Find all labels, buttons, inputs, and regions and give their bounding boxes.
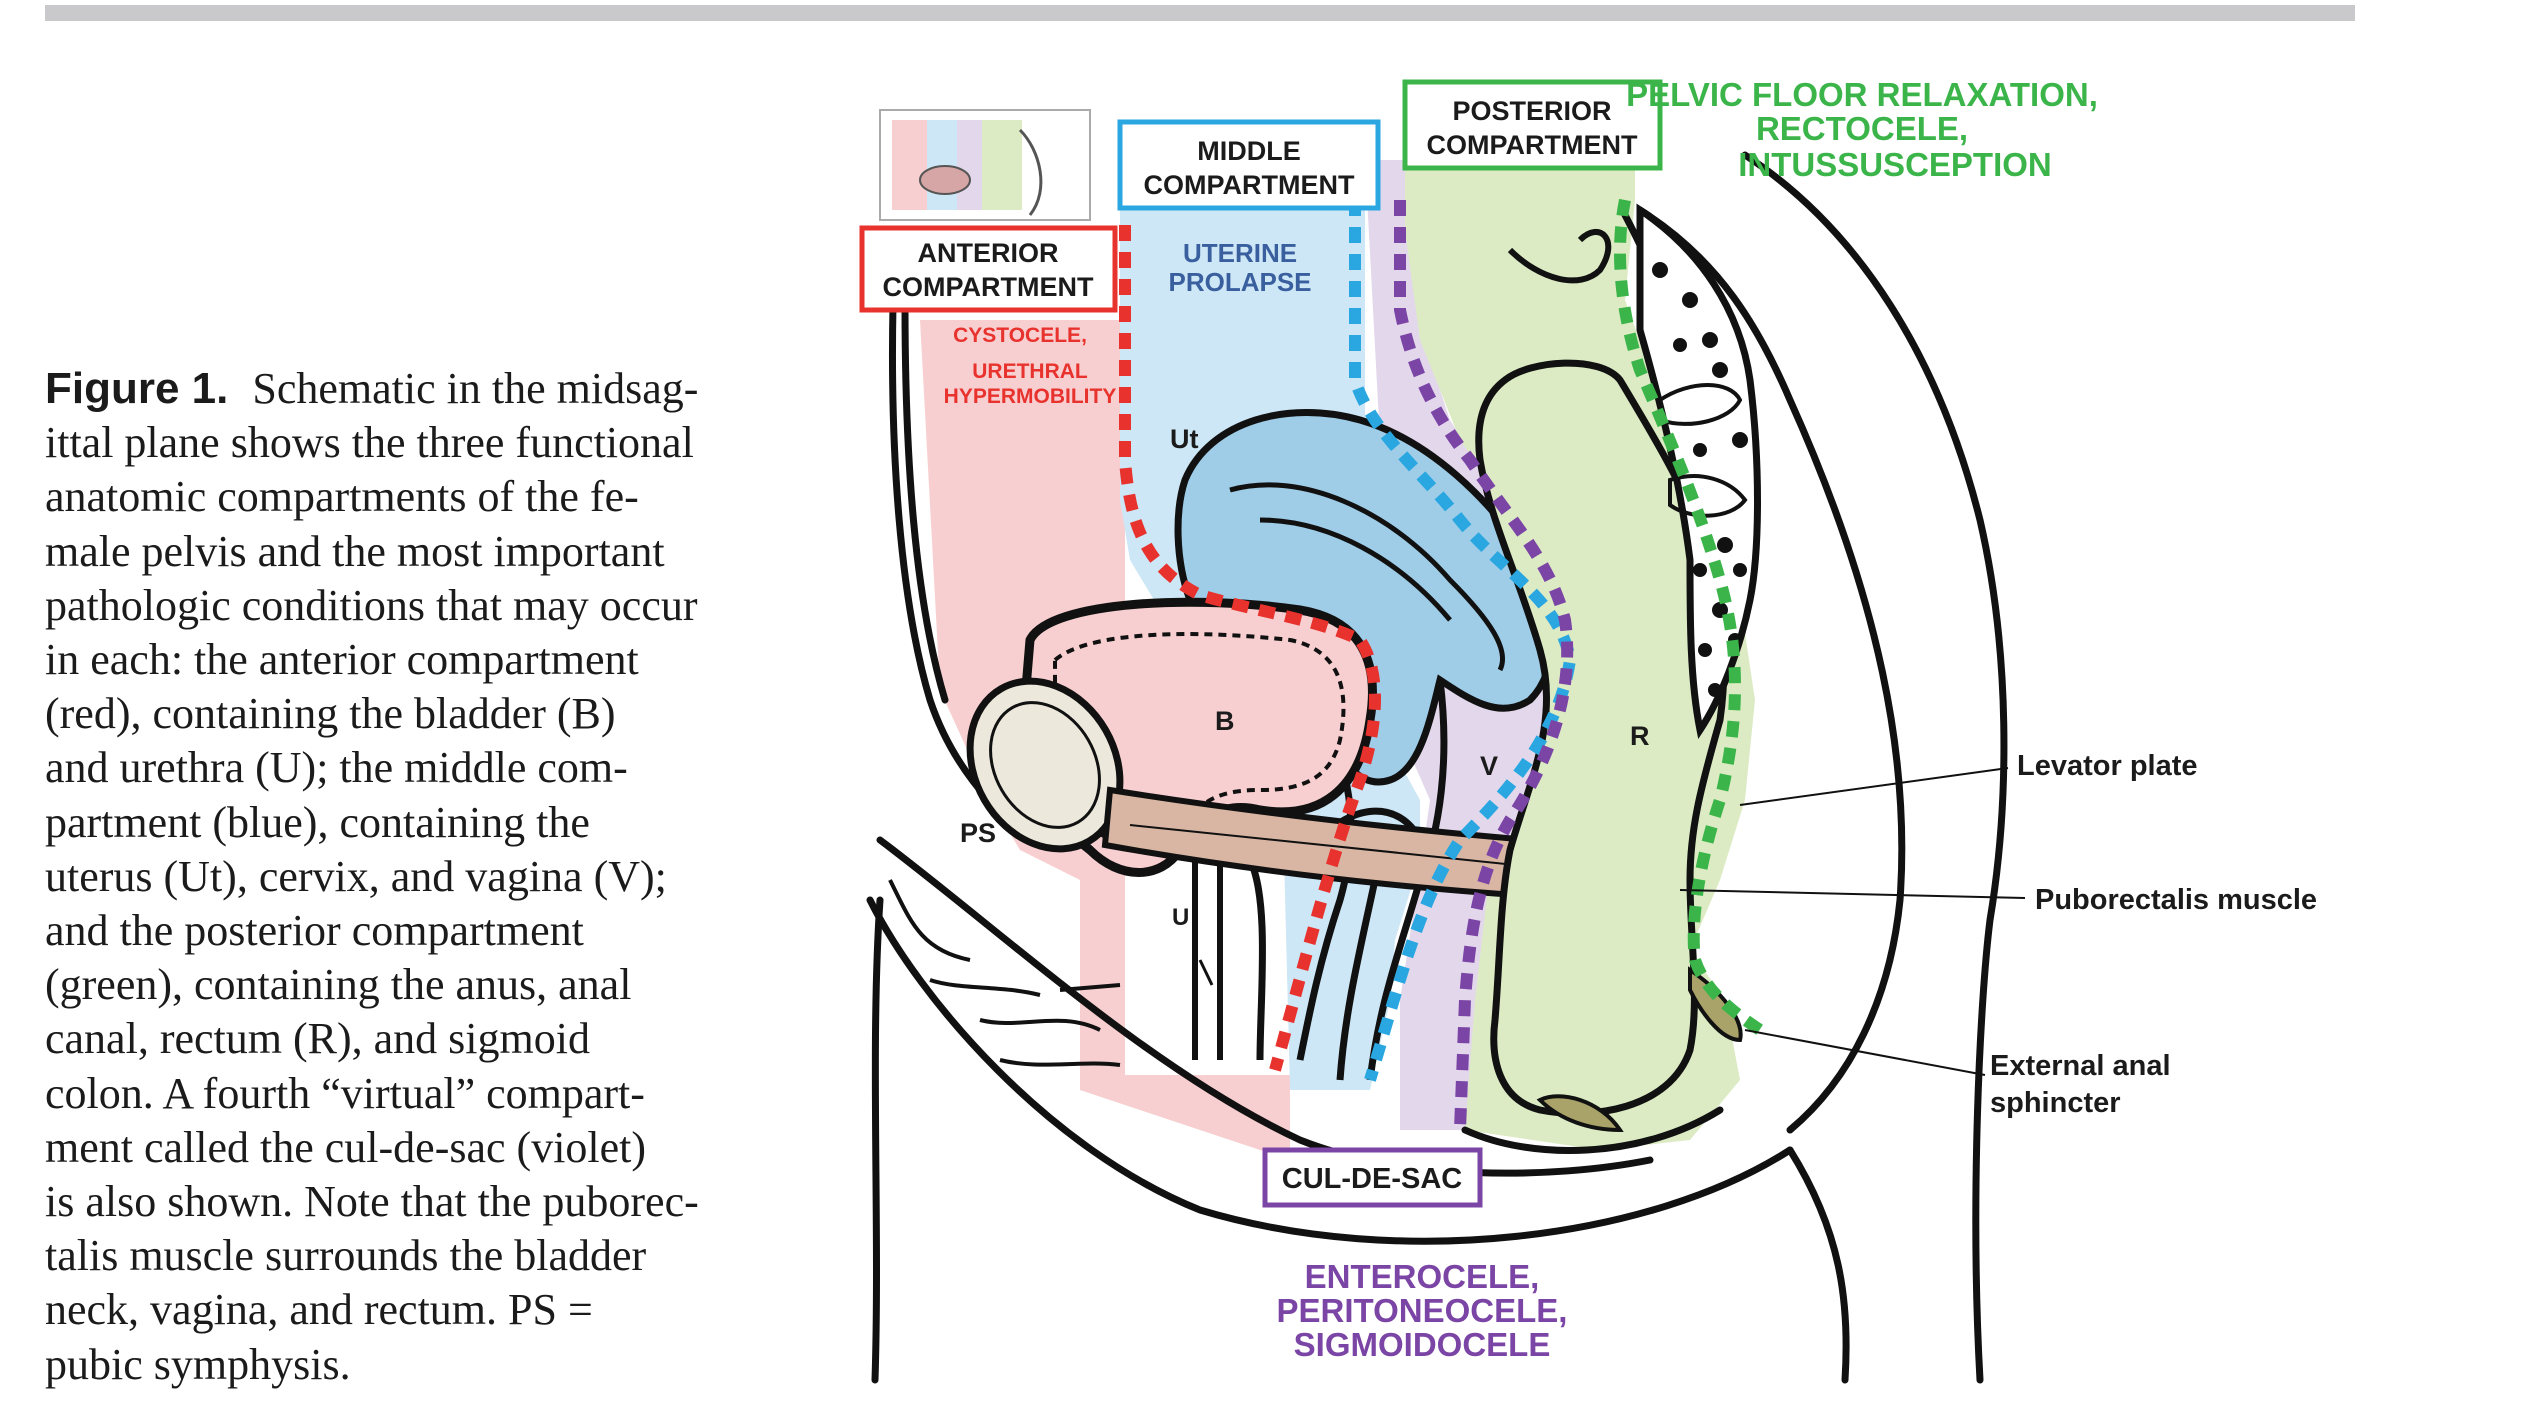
middle-compartment-box: MIDDLE COMPARTMENT — [1117, 119, 1381, 211]
skin-fold-lines — [888, 879, 1121, 1067]
posterior-boundary-line — [1614, 198, 1764, 1035]
posterior-conditions: PELVIC FLOOR RELAXATION, RECTOCELE, INTU… — [1626, 76, 2098, 183]
figure-label: Figure 1. — [45, 364, 229, 413]
pubic-symphysis-label: PS — [960, 818, 996, 848]
caption-text-line: uterus (Ut), cervix, and vagina (V); — [45, 851, 667, 901]
middle-boundary-line — [1349, 200, 1577, 1082]
top-rule — [45, 5, 2355, 21]
posterior-condition-line1: PELVIC FLOOR RELAXATION, — [1626, 76, 2098, 113]
caption-text-line: Schematic in the midsag- — [252, 364, 699, 413]
posterior-condition-line2: RECTOCELE, — [1756, 110, 1968, 147]
middle-conditions: UTERINE PROLAPSE — [1168, 238, 1311, 297]
posterior-condition-line3: INTUSSUSCEPTION — [1738, 146, 2052, 183]
anal-sphincter-callout-line — [1744, 1029, 1986, 1076]
vagina-label: V — [1480, 751, 1498, 781]
right-leg-line — [1786, 1146, 1850, 1384]
anterior-compartment-box: ANTERIOR COMPARTMENT — [859, 225, 1118, 313]
caption-text-line: (red), containing the bladder (B) — [45, 689, 616, 739]
culdesac-box: CUL-DE-SAC — [1262, 1147, 1483, 1208]
caption-text-line: pubic symphysis. — [45, 1339, 351, 1389]
culdesac-box-label: CUL-DE-SAC — [1282, 1163, 1462, 1195]
caption-text-line: in each: the anterior compartment — [45, 635, 639, 685]
urethra — [1192, 850, 1223, 1060]
caption-text-line: is also shown. Note that the puborec- — [45, 1177, 699, 1227]
posterior-box-line2: COMPARTMENT — [1427, 130, 1638, 160]
buttock-line — [1461, 1106, 1724, 1154]
caption-text-line: neck, vagina, and rectum. PS = — [45, 1285, 593, 1335]
inset-thumbnail — [879, 109, 1091, 221]
caption-text-line: partment (blue), containing the — [45, 797, 590, 847]
sacrum-outer-line — [1636, 206, 1906, 1134]
pelvic-outline — [866, 151, 2008, 1384]
bowel-loop — [1507, 229, 1612, 284]
caption-text-line: colon. A fourth “virtual” compart- — [45, 1068, 645, 1118]
posterior-compartment-box: POSTERIOR COMPARTMENT — [1402, 79, 1663, 171]
caption-text-line: canal, rectum (R), and sigmoid — [45, 1014, 590, 1064]
thigh-line-upper — [876, 836, 1654, 1177]
caption-text-line: talis muscle surrounds the bladder — [45, 1231, 647, 1281]
compartment-boundaries — [1119, 198, 1764, 1131]
middle-condition-line2: PROLAPSE — [1168, 267, 1311, 297]
anterior-box-line1: ANTERIOR — [918, 238, 1059, 268]
caption-text-line: (green), containing the anus, anal — [45, 960, 632, 1010]
puborectalis-callout-line — [1679, 889, 2026, 899]
posterior-box-line1: POSTERIOR — [1452, 96, 1611, 126]
anterior-condition-line2: URETHRAL — [972, 360, 1088, 383]
culdesac-condition-line3: SIGMOIDOCELE — [1294, 1326, 1551, 1363]
uterus-label: Ut — [1170, 424, 1199, 454]
anterior-conditions: CYSTOCELE, URETHRAL HYPERMOBILITY — [944, 324, 1117, 408]
middle-box-line2: COMPARTMENT — [1144, 170, 1355, 200]
caption-text-line: ittal plane shows the three functional — [45, 418, 694, 468]
puborectalis-label: Puborectalis muscle — [2035, 884, 2317, 916]
anal-sphincter-lower — [1536, 1094, 1624, 1133]
culdesac-condition-line2: PERITONEOCELE, — [1277, 1292, 1568, 1329]
pubic-symphysis — [966, 677, 1124, 853]
right-body-line — [1741, 151, 2008, 1384]
culdesac-conditions: ENTEROCELE, PERITONEOCELE, SIGMOIDOCELE — [1277, 1258, 1568, 1363]
anal-sphincter-label-line1: External anal — [1990, 1050, 2171, 1082]
anal-sphincter-label-line2: sphincter — [1990, 1087, 2121, 1119]
thigh-line-lower — [866, 896, 1794, 1245]
culdesac-boundary-line — [1394, 200, 1574, 1131]
caption-text-line: ment called the cul-de-sac (violet) — [45, 1122, 647, 1172]
anterior-boundary-line — [1119, 225, 1381, 1072]
figure-caption: Figure 1. Schematic in the midsag- ittal … — [45, 362, 780, 1392]
culdesac-condition-line1: ENTEROCELE, — [1305, 1258, 1540, 1295]
anterior-box-line2: COMPARTMENT — [883, 272, 1094, 302]
caption-line: Figure 1. Schematic in the midsag- — [45, 362, 780, 416]
bladder-label: B — [1215, 706, 1235, 736]
caption-text-line: and the posterior compartment — [45, 906, 584, 956]
caption-text-line: anatomic compartments of the fe- — [45, 472, 639, 522]
anterior-condition-line1: CYSTOCELE, — [953, 324, 1087, 347]
caption-text-line: pathologic conditions that may occur — [45, 580, 698, 630]
levator-plate-label: Levator plate — [2017, 750, 2198, 782]
anterior-condition-line3: HYPERMOBILITY — [944, 385, 1117, 408]
callout-lines — [1679, 767, 2026, 1076]
rectum-label: R — [1630, 721, 1650, 751]
abdominal-wall-line-inner — [901, 301, 949, 704]
levator-callout-line — [1739, 767, 2009, 806]
urethra-label: U — [1172, 904, 1189, 931]
middle-condition-line1: UTERINE — [1183, 238, 1297, 268]
caption-text-line: and urethra (U); the middle com- — [45, 743, 628, 793]
middle-box-line1: MIDDLE — [1197, 136, 1301, 166]
caption-text-line: male pelvis and the most important — [45, 526, 665, 576]
left-leg-line — [871, 896, 884, 1384]
